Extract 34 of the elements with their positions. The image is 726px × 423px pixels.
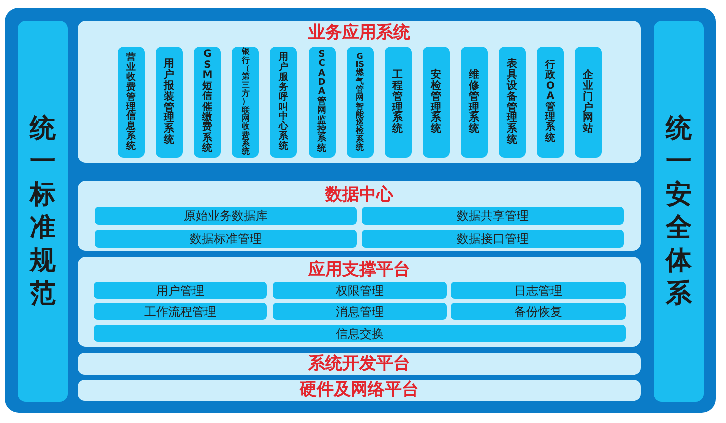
platform-bar: 硬件及网络平台: [78, 380, 641, 401]
layer-title: 应用支撑平台: [308, 260, 410, 280]
system-box: 营业收费管理信息系统: [118, 47, 145, 158]
system-box: 工程管理系统: [384, 47, 412, 158]
module-box: 原始业务数据库: [95, 207, 357, 225]
module-box: 权限管理: [273, 282, 447, 299]
module-box: 备份恢复: [451, 303, 626, 320]
system-box: GIS燃气管网智能巡检系统: [346, 47, 374, 158]
system-box: 行政OA管理系统: [537, 47, 564, 158]
side-panel: 统一安全体系: [654, 21, 704, 402]
platform-bar: 系统开发平台: [78, 353, 641, 375]
module-box: 日志管理: [451, 282, 626, 299]
module-box: 消息管理: [273, 303, 447, 320]
module-box: 信息交换: [94, 325, 626, 342]
layer-title: 数据中心: [326, 185, 394, 205]
module-box: 数据共享管理: [362, 207, 624, 225]
system-box: SCADA管网监控系统: [308, 47, 336, 158]
module-box: 工作流程管理: [94, 303, 267, 320]
layer-panel: [78, 257, 641, 347]
module-box: 数据标准管理: [95, 230, 357, 248]
side-panel: 统一标准规范: [18, 21, 68, 402]
system-box: 用户报装管理系统: [156, 47, 184, 158]
system-box: 维修管理系统: [460, 47, 488, 158]
system-box: GSM短信催缴费系统: [194, 47, 222, 158]
system-box: 安检管理系统: [422, 47, 450, 158]
module-box: 数据接口管理: [362, 230, 624, 248]
system-box: 银行（第三方）联网收费系统: [232, 47, 260, 158]
layer-panel: [78, 181, 641, 251]
layer-panel: [78, 21, 641, 163]
system-box: 表具设备管理系统: [499, 47, 526, 158]
system-box: 企业门户网站: [575, 47, 602, 158]
module-box: 用户管理: [94, 282, 267, 299]
layer-title: 业务应用系统: [308, 23, 410, 43]
system-box: 用户服务呼叫中心系统: [270, 47, 298, 158]
